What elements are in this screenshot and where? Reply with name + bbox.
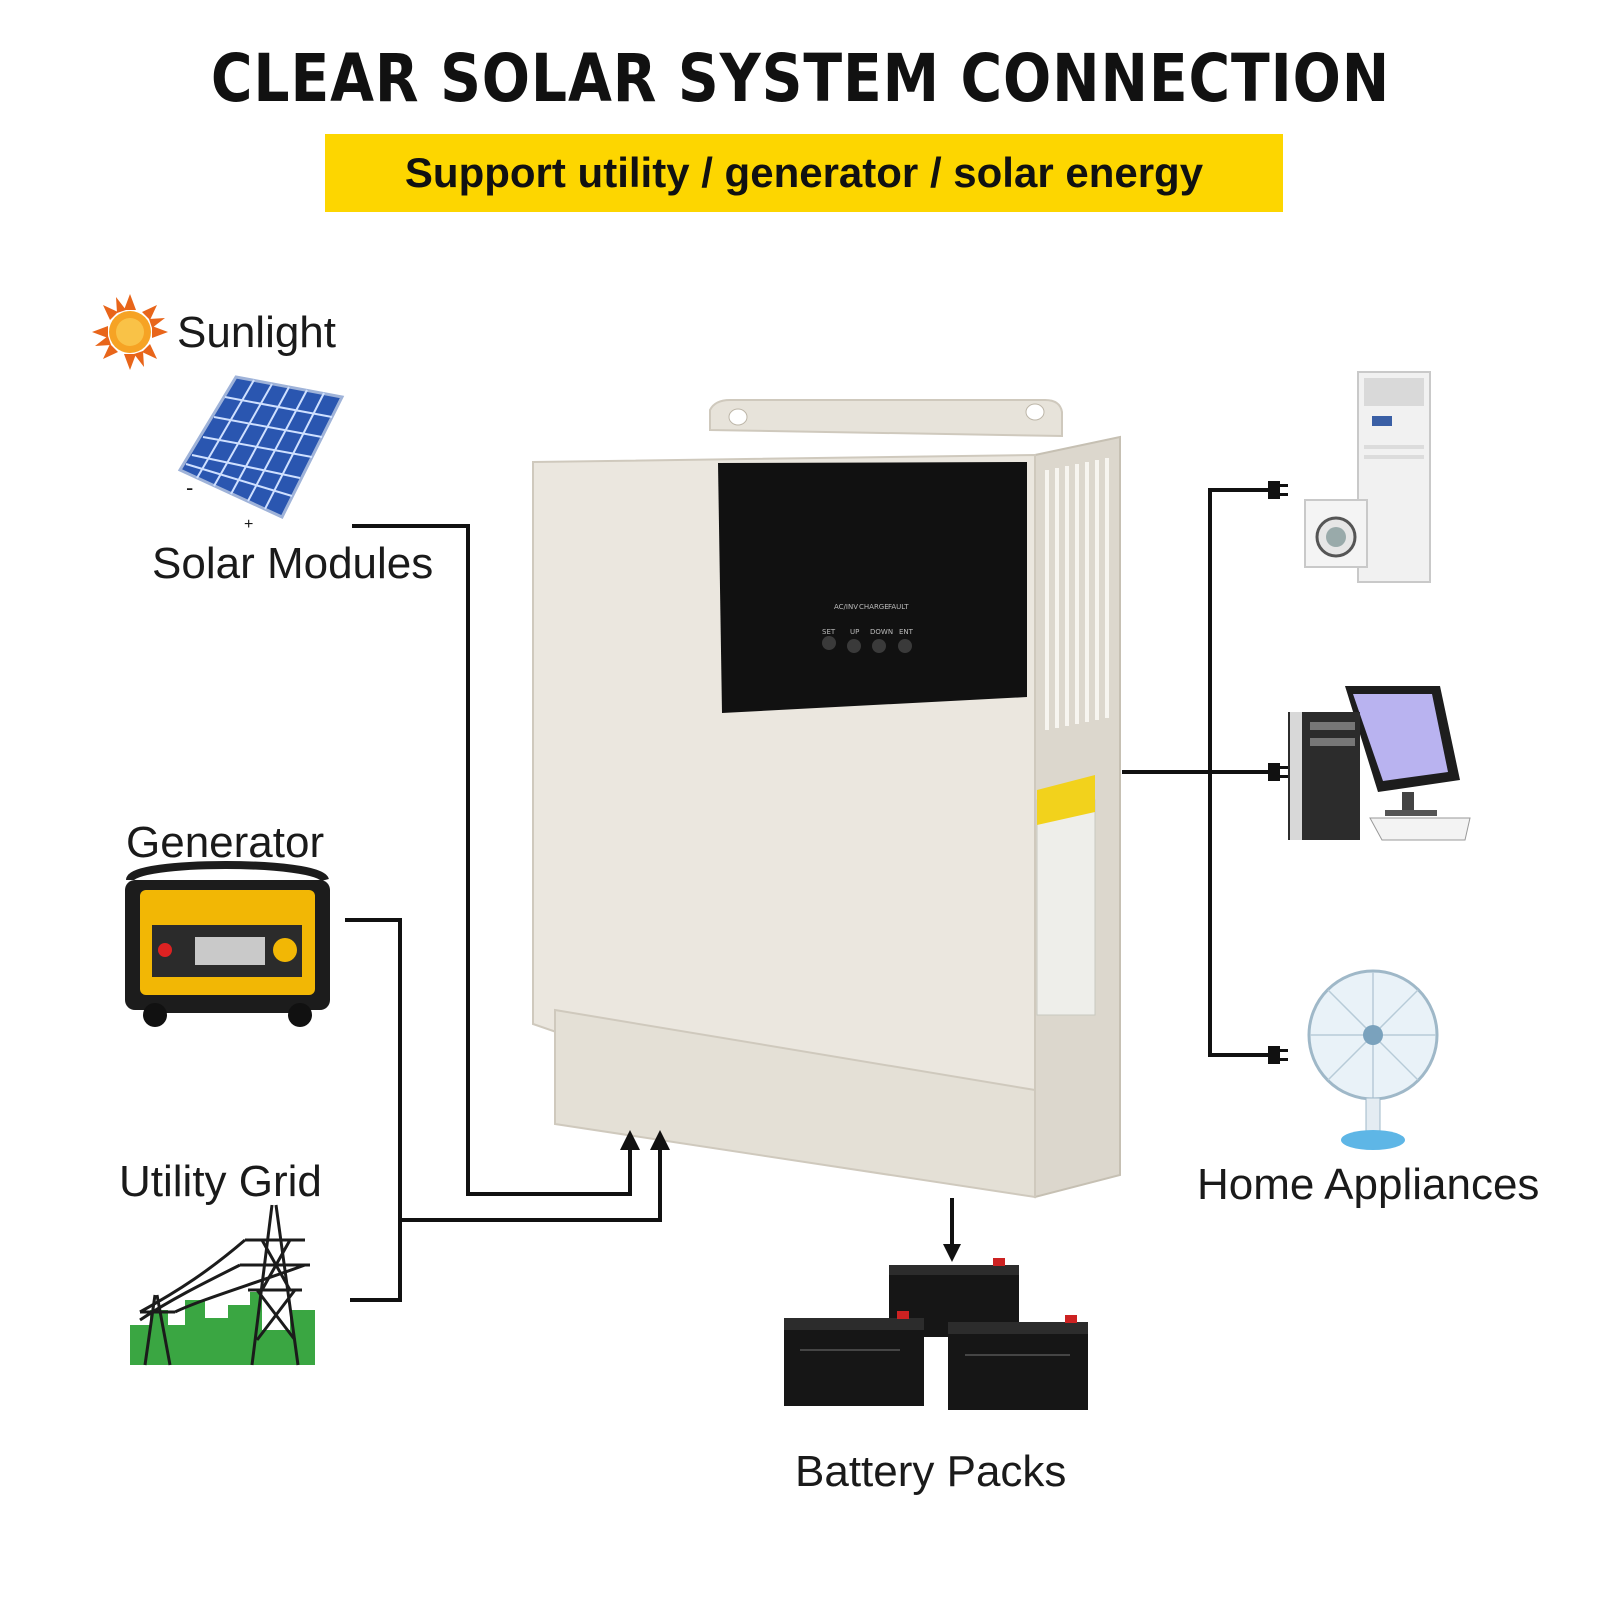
label-generator: Generator bbox=[126, 818, 325, 867]
panel-plus-sign: + bbox=[244, 516, 254, 533]
sun-icon bbox=[92, 294, 168, 370]
generator-icon bbox=[125, 861, 330, 1027]
button-down-label: DOWN bbox=[870, 628, 893, 636]
page-title: CLEAR SOLAR SYSTEM CONNECTION bbox=[210, 40, 1391, 117]
computer-icon bbox=[1288, 686, 1471, 841]
indicator-charge: CHARGE bbox=[859, 603, 889, 611]
button-set-label: SET bbox=[822, 628, 836, 636]
power-tower-icon bbox=[130, 1204, 315, 1366]
arrows bbox=[620, 1130, 961, 1262]
grid-arrow bbox=[650, 1130, 670, 1150]
indicator-ac-inv: AC/INV bbox=[834, 603, 858, 611]
subtitle-text: Support utility / generator / solar ener… bbox=[404, 149, 1204, 196]
button-ent-label: ENT bbox=[899, 628, 914, 636]
washing-machine-icon bbox=[1304, 499, 1368, 568]
panel-minus-sign: - bbox=[186, 475, 194, 500]
grid-line bbox=[400, 1148, 662, 1222]
label-home-appliances: Home Appliances bbox=[1197, 1160, 1540, 1209]
label-battery-packs: Battery Packs bbox=[795, 1447, 1067, 1496]
solar-panel-icon bbox=[177, 375, 345, 519]
subtitle-banner: Support utility / generator / solar ener… bbox=[325, 134, 1283, 212]
connection-lines bbox=[345, 488, 1269, 1302]
air-conditioner-icon bbox=[1357, 371, 1431, 583]
inverter-icon: AC/INV CHARGE FAULT SET UP DOWN ENT bbox=[532, 399, 1121, 1199]
solar-line bbox=[352, 524, 632, 1196]
inverter-indicators: AC/INV CHARGE FAULT SET UP DOWN ENT bbox=[822, 603, 914, 636]
generator-line bbox=[345, 918, 402, 1302]
plug-icon bbox=[1268, 763, 1288, 781]
button-up-label: UP bbox=[850, 628, 859, 636]
label-utility-grid: Utility Grid bbox=[119, 1157, 322, 1206]
battery-arrow bbox=[943, 1244, 961, 1262]
indicator-fault: FAULT bbox=[888, 603, 909, 611]
plug-icon bbox=[1268, 481, 1288, 499]
label-solar-modules: Solar Modules bbox=[152, 539, 434, 588]
battery-icon bbox=[784, 1258, 1088, 1410]
label-sunlight: Sunlight bbox=[177, 308, 337, 357]
plug-icon bbox=[1268, 1046, 1288, 1064]
fan-icon bbox=[1307, 969, 1439, 1150]
solar-arrow bbox=[620, 1130, 640, 1150]
